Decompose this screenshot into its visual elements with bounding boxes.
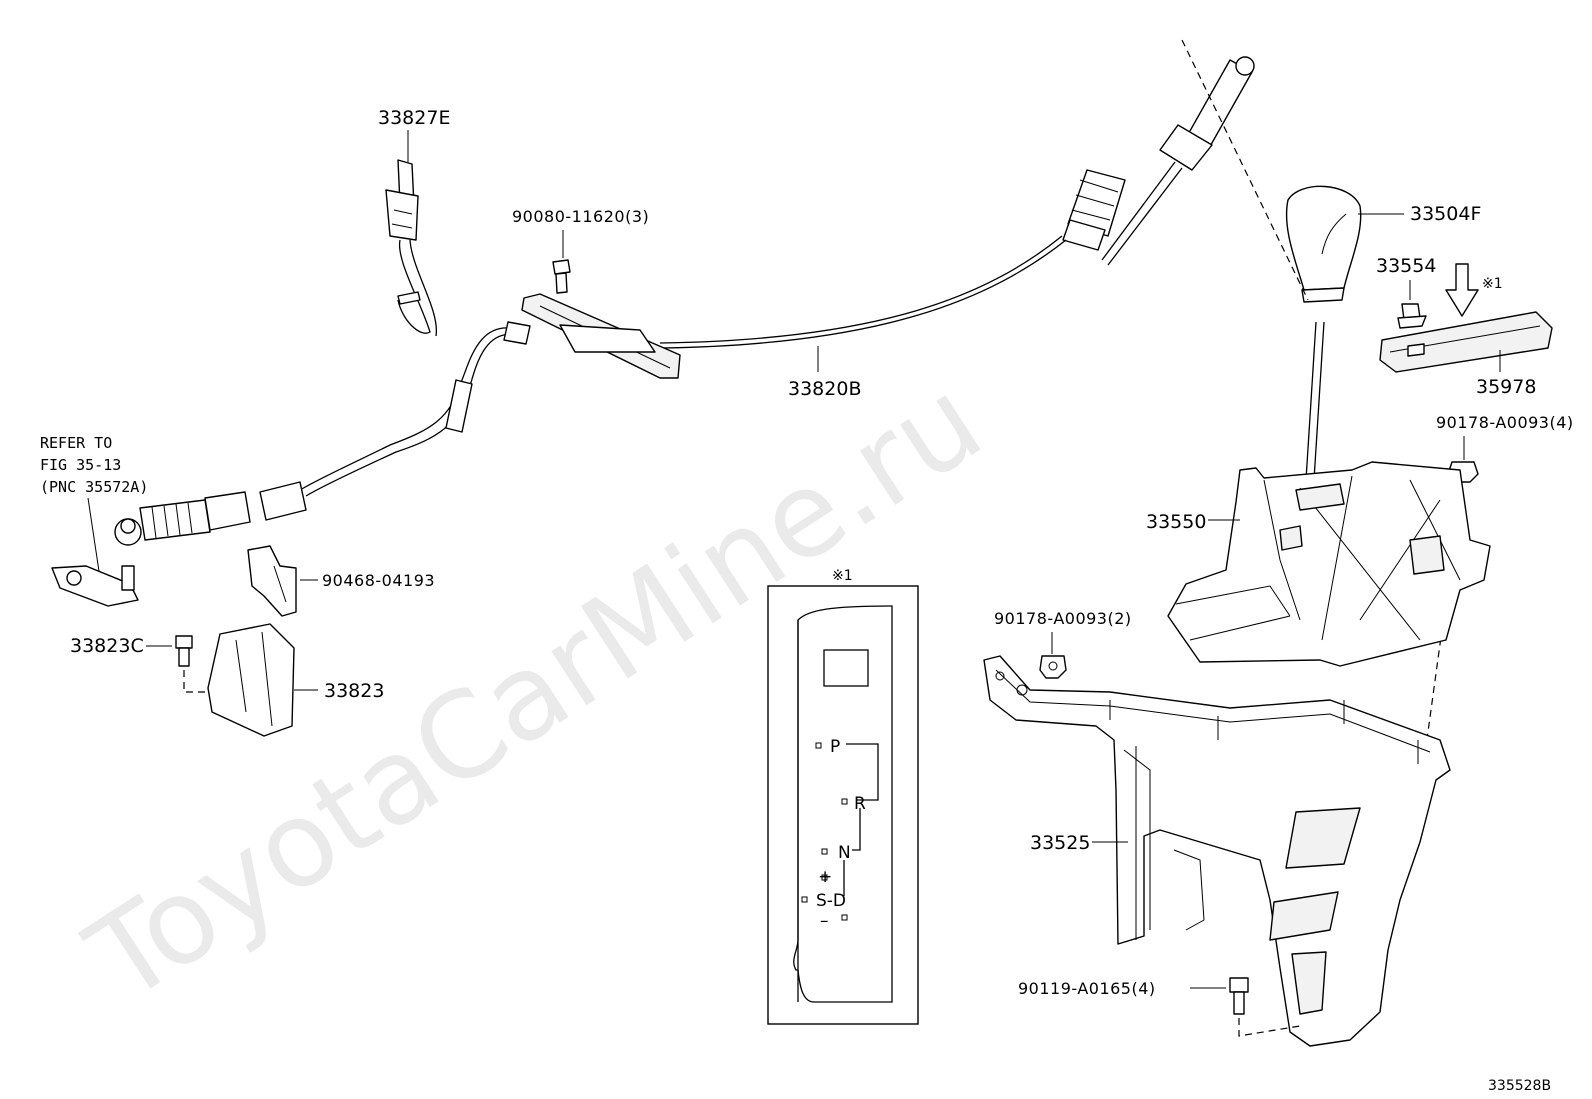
label-33550: 33550 [1146,511,1206,533]
part-33525-bracket [983,655,1451,1047]
indicator-window [823,649,869,687]
label-90468-04193: 90468-04193 [322,571,435,590]
gate-r: R [854,794,866,814]
part-33823-cover [207,623,295,737]
gate-p: P [830,737,840,757]
label-33554: 33554 [1376,255,1436,277]
label-33525: 33525 [1030,832,1090,854]
bolt-icon [552,259,571,294]
inset-mark: ※1 [832,568,853,584]
gate-plus: + [818,867,832,887]
gate-minus: – [820,911,829,931]
label-90178-4: 90178-A0093(4) [1436,413,1574,432]
refer-line-1: REFER TO [40,434,112,452]
label-90178-2: 90178-A0093(2) [994,609,1132,628]
part-35978-panel [1379,311,1553,373]
label-33827e: 33827E [378,107,450,129]
label-33823: 33823 [324,680,384,702]
part-33554 [1397,303,1427,329]
part-33504f-knob [1285,185,1362,481]
gate-s-d: S-D [816,891,846,911]
bolt-icon [175,635,193,667]
label-90080-11620: 90080-11620(3) [512,207,649,226]
inset-shift-gate: ※1 P R N + S-D – [767,568,919,1025]
label-90119: 90119-A0165(4) [1018,979,1156,998]
clip-icon [247,545,297,617]
arrow-down-icon [1445,263,1479,317]
bolt-icon [1229,977,1249,1015]
label-33823c: 33823C [70,635,144,657]
part-33827e [385,159,437,337]
refer-line-2: FIG 35-13 [40,456,121,474]
label-33820b: 33820B [788,378,861,400]
nut-icon [1039,655,1067,679]
shift-cable [114,56,1255,546]
label-33504f: 33504F [1410,203,1481,225]
gate-n: N [838,843,851,863]
part-33550-shifter-base [1167,461,1491,667]
label-35978: 35978 [1476,376,1536,398]
refer-line-3: (PNC 35572A) [40,478,148,496]
part-35572a-bracket [51,565,139,607]
figure-code: 335528B [1488,1078,1551,1094]
note-mark: ※1 [1482,276,1503,292]
